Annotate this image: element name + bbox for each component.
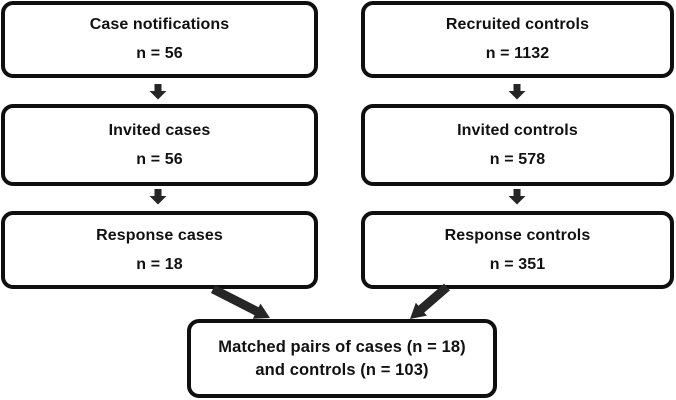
flow-box-case-notifications: Case notifications n = 56 [1, 1, 318, 78]
flow-box-invited-cases: Invited cases n = 56 [1, 104, 318, 186]
box-count: n = 1132 [485, 45, 550, 62]
box-label: Case notifications [89, 16, 230, 33]
result-line-1: Matched pairs of cases (n = 18) [218, 338, 466, 357]
down-arrow-icon [149, 84, 167, 100]
flow-box-response-controls: Response controls n = 351 [361, 211, 674, 289]
down-arrow-icon [149, 189, 167, 205]
flow-box-invited-controls: Invited controls n = 578 [361, 104, 674, 186]
box-count: n = 578 [489, 150, 546, 168]
box-label: Invited controls [457, 121, 578, 139]
box-count: n = 56 [136, 45, 183, 62]
down-arrow-icon [508, 84, 526, 100]
result-line-2: and controls (n = 103) [255, 360, 429, 379]
flow-box-recruited-controls: Recruited controls n = 1132 [361, 1, 674, 78]
box-count: n = 18 [136, 255, 183, 273]
down-arrow-icon [508, 189, 526, 205]
box-label: Response cases [96, 226, 223, 244]
box-count: n = 351 [489, 255, 546, 273]
box-label: Invited cases [108, 121, 211, 139]
box-count: n = 56 [136, 150, 183, 168]
box-label: Response controls [444, 226, 591, 244]
flow-box-matched-pairs: Matched pairs of cases (n = 18) and cont… [187, 319, 497, 398]
box-label: Recruited controls [445, 16, 590, 33]
flow-box-response-cases: Response cases n = 18 [1, 211, 318, 289]
diagonal-arrow-icon [211, 285, 270, 319]
